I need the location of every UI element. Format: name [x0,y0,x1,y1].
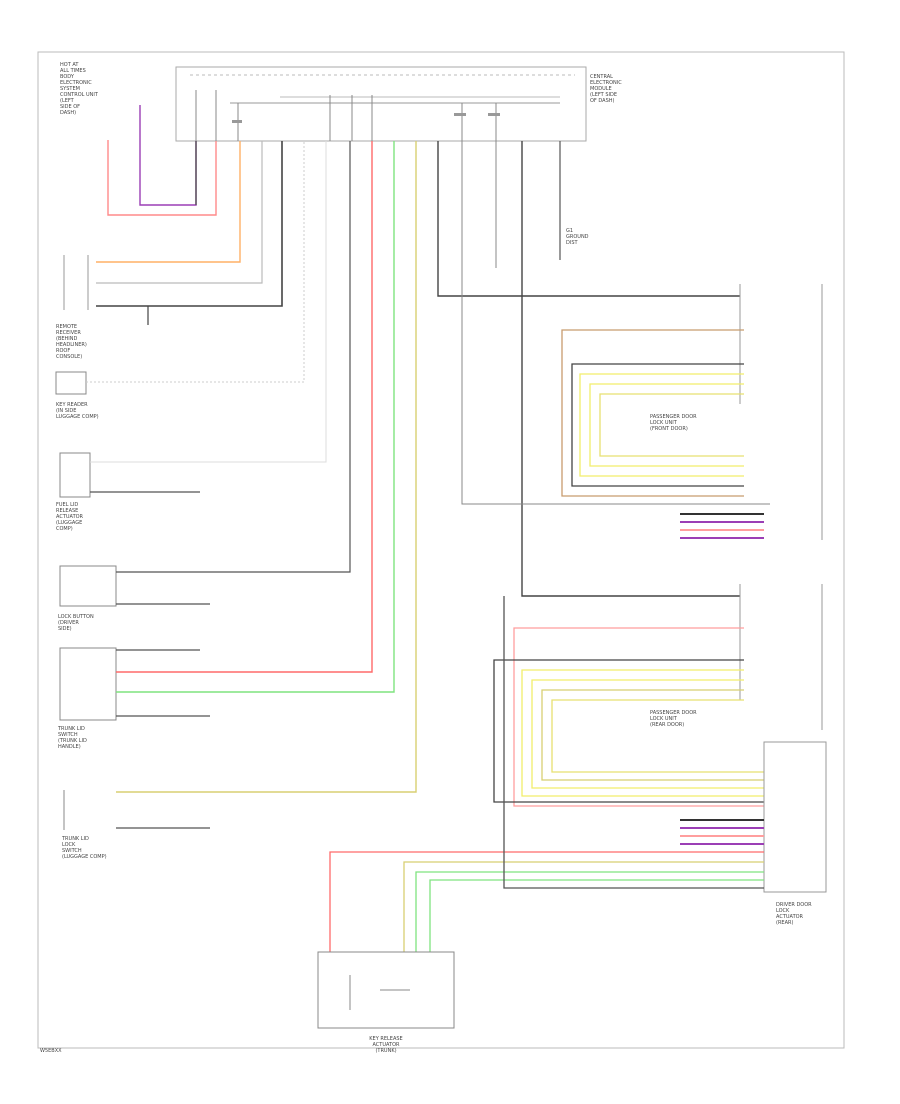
key-reader [55,141,305,395]
fuse-block-label-line: CONTROL UNIT [60,92,99,98]
fuse-block-label-line: SIDE OF [60,104,80,110]
trunk-lid-switch [59,141,395,721]
remote-ground-note [158,324,159,329]
remote-receiver-label-line: HEADLINER) [56,342,87,348]
wire-black-bus [437,141,740,597]
driver-rear-lock-label-line: LOCK UNIT [650,716,678,722]
central-unit-label-line: MODULE [590,86,612,92]
ground-note-label-line: GROUND [566,234,589,240]
ground-note-label-line: DIST [566,240,578,246]
trunk-lock-label-line: LOCK [62,842,76,848]
key-reader-label-line: (IN SIDE [56,408,76,414]
fuse-block-label-line: (LEFT [60,98,75,104]
fuse-block-label-line: ALL TIMES [60,68,86,74]
passenger-front-lock-label-line: LOCK UNIT [650,420,678,426]
central-unit-label-line: ELECTRONIC [590,80,622,86]
passenger-front-lock-label-line: PASSENGER DOOR [650,414,697,420]
lock-button [59,141,351,607]
control-unit-module [175,66,587,142]
module-pin-labels [180,147,181,152]
trunk-lock-switch [63,141,417,830]
trunk-lock-label-line: TRUNK LID [61,836,89,842]
central-unit-label-line: (LEFT SIDE [590,92,617,98]
lock-button-label-line: (DRIVER [58,620,79,626]
central-unit-label-line: CENTRAL [590,74,613,80]
driver-rear-lock-label-line: (REAR DOOR) [650,722,684,728]
fuel-lid-label-line: RELEASE [56,508,78,514]
trunk-lock-label-line: SWITCH [62,848,82,854]
page-footer: W5EBXX [40,1048,62,1054]
remote-receiver-label: REMOTERECEIVER(BEHINDHEADLINER)ROOFCONSO… [56,324,87,360]
remote-receiver-label-line: REMOTE [56,324,77,330]
key-reader-label-line: KEY READER [56,402,88,408]
wire-orange [96,141,241,263]
wire-gray-bus [461,141,770,505]
bottom-unit-label-line: (TRUNK) [375,1048,396,1054]
fuse-block-label-line: BODY [60,74,75,80]
remote-receiver-label-line: (BEHIND [56,336,78,342]
trunk-lid-label-line: HANDLE) [58,744,81,750]
passenger-front-lock-unit [561,284,823,540]
lock-button-label-line: SIDE) [58,626,72,632]
bottom-key-release-actuator [317,951,455,1029]
fuse-block-label-line: SYSTEM [60,86,80,92]
wire-gray-1 [96,141,263,284]
trunk-lid-label-line: TRUNK LID [57,726,85,732]
remote-receiver-label-line: RECEIVER [56,330,81,336]
lock-button-label-line: LOCK BUTTON [58,614,94,620]
remote-receiver-label-line: ROOF [56,348,70,354]
fuel-lid-label-line: COMP) [56,526,73,532]
rear-door-unit-label-line: (REAR) [776,920,793,926]
fuel-lid-label-line: FUEL LID [56,502,78,508]
rear-door-actuator [329,596,827,952]
bottom-unit-label-line: ACTUATOR [372,1042,400,1048]
rear-door-unit-label-line: LOCK [776,908,790,914]
rear-door-unit-label-line: ACTUATOR [776,914,804,920]
trunk-lock-label-line: (LUGGAGE COMP) [62,854,107,860]
ground-note-label-line: G1 [566,228,573,234]
bottom-unit-label-line: KEY RELEASE [369,1036,402,1042]
remote-receiver-label-line: CONSOLE) [56,354,82,360]
central-unit-label-line: OF DASH) [590,98,615,104]
passenger-front-lock-label-line: (FRONT DOOR) [650,426,688,432]
fuse-block-label-line: HOT AT [60,62,79,68]
fuel-lid-actuator [59,141,327,498]
wire-red-left [107,105,217,216]
remote-receiver [63,255,89,310]
trunk-lid-label-line: (TRUNK LID [58,738,87,744]
fuse-block-label-line: DASH) [60,110,76,116]
diagram-border [37,51,845,1049]
passenger-rear-lock-unit [493,584,823,807]
driver-rear-lock-label-line: PASSENGER DOOR [650,710,697,716]
key-reader-label-line: LUGGAGE COMP) [56,414,99,420]
trunk-lid-label-line: SWITCH [58,732,78,738]
fuel-lid-label-line: ACTUATOR [56,514,84,520]
wire-black-1 [96,141,283,307]
fuel-lid-label-line: (LUGGAGE [56,520,82,526]
fuse-block-label-line: ELECTRONIC [60,80,92,86]
rear-door-unit-label-line: DRIVER DOOR [776,902,812,908]
